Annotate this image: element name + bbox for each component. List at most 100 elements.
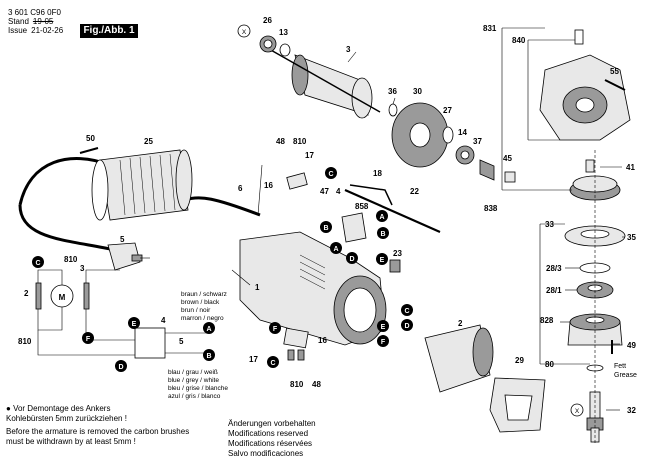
- warning-line-3: Before the armature is removed the carbo…: [6, 427, 190, 436]
- label-50: 50: [86, 134, 95, 143]
- label-26: 26: [263, 16, 272, 25]
- modifications-line-de: Änderungen vorbehalten: [228, 419, 316, 428]
- switch-schematic: [134, 327, 166, 359]
- lever-18: [349, 184, 393, 206]
- svg-text:A: A: [379, 214, 384, 221]
- wire-colors-top: braun / schwarz brown / black brun / noi…: [181, 291, 227, 322]
- label-5-top: 5: [120, 235, 125, 244]
- callout-c-brush: C: [267, 356, 279, 368]
- callout-d-stator: D: [401, 319, 413, 331]
- switch-rod-22: [344, 188, 441, 234]
- callout-f-schem: F: [82, 332, 94, 344]
- label-25: 25: [144, 137, 153, 146]
- svg-text:azul / gris / blanco: azul / gris / blanco: [168, 393, 221, 400]
- label-35: 35: [627, 233, 636, 242]
- label-3: 3: [346, 45, 351, 54]
- motor-housing-1: [239, 231, 387, 346]
- svg-text:D: D: [404, 323, 409, 330]
- callout-e-schem: E: [128, 317, 140, 329]
- field-coil-left: [35, 282, 42, 310]
- stand-label: Stand: [8, 17, 29, 26]
- warning-line-2: Kohlebürsten 5mm zurückziehen !: [6, 414, 127, 423]
- svg-text:E: E: [380, 257, 385, 264]
- label-30: 30: [413, 87, 422, 96]
- label-49: 49: [627, 341, 636, 350]
- screw-50: [79, 147, 99, 154]
- callout-d-schem: D: [115, 360, 127, 372]
- issue-label: Issue: [8, 26, 28, 35]
- svg-text:braun / schwarz: braun / schwarz: [181, 291, 227, 298]
- svg-text:A: A: [206, 326, 211, 333]
- callout-e-1: E: [376, 253, 388, 265]
- spring-840: [574, 29, 584, 45]
- label-3-schem: 3: [80, 264, 85, 273]
- leader-lines: [231, 27, 625, 411]
- svg-text:C: C: [35, 260, 40, 267]
- screw-55: [604, 79, 626, 91]
- part-23: [389, 259, 401, 273]
- label-47: 47: [320, 187, 329, 196]
- label-14: 14: [458, 128, 467, 137]
- issue-value: 21-02-26: [31, 26, 64, 35]
- armature-warning: ● Vor Demontage des Ankers Kohlebürsten …: [6, 404, 216, 447]
- modifications-line-en: Modifications reserved: [228, 429, 309, 438]
- grease-label-de: Fett: [614, 363, 627, 370]
- svg-text:D: D: [349, 256, 354, 263]
- label-33: 33: [545, 220, 554, 229]
- grease-legend: Fett Grease: [614, 362, 637, 380]
- wire-colors-bottom: blau / grau / weiß blue / grey / white b…: [168, 369, 228, 400]
- label-29: 29: [515, 356, 524, 365]
- callout-a-schem: A: [203, 322, 215, 334]
- svg-text:X: X: [242, 29, 247, 36]
- ring-13: [279, 43, 291, 57]
- grease-label-en: Grease: [614, 372, 637, 379]
- label-80: 80: [545, 360, 554, 369]
- svg-text:A: A: [333, 246, 338, 253]
- callout-c-top: C: [325, 167, 337, 179]
- ring-27: [442, 126, 454, 144]
- svg-text:F: F: [86, 336, 91, 343]
- callout-d-1: D: [346, 252, 358, 264]
- label-36: 36: [388, 87, 397, 96]
- label-17-bottom: 17: [249, 355, 258, 364]
- callout-a-1: A: [376, 210, 388, 222]
- label-5-schem: 5: [179, 337, 184, 346]
- warning-line-4: must be withdrawn by at least 5mm !: [6, 437, 136, 446]
- fan-30: [391, 102, 449, 168]
- field-coil-right: [83, 282, 90, 310]
- callout-c-schem: C: [32, 256, 44, 268]
- ring-36: [388, 103, 398, 117]
- callout-x-bottom: X: [570, 403, 584, 417]
- label-16-bottom: 16: [318, 336, 327, 345]
- label-4-top: 4: [336, 187, 341, 196]
- pinion-37: [479, 159, 495, 181]
- guard-29: [489, 377, 546, 433]
- figure-badge: Fig./Abb. 1: [80, 24, 138, 38]
- stator-2: [424, 324, 494, 393]
- svg-text:C: C: [270, 360, 275, 367]
- gear-housing-831: [539, 54, 631, 141]
- label-27: 27: [443, 106, 452, 115]
- svg-text:marron / negro: marron / negro: [181, 315, 224, 322]
- motor-symbol: M: [59, 293, 66, 302]
- bearing-26: [259, 35, 277, 53]
- label-48-bottom: 48: [312, 380, 321, 389]
- stand-value: 19-05: [32, 17, 54, 26]
- label-6: 6: [238, 184, 243, 193]
- label-41: 41: [626, 163, 635, 172]
- svg-text:E: E: [381, 324, 386, 331]
- label-48-top: 48: [276, 137, 285, 146]
- warning-line-1: Vor Demontage des Ankers: [13, 404, 111, 413]
- label-28-1: 28/1: [546, 286, 562, 295]
- label-23: 23: [393, 249, 402, 258]
- svg-text:brown / black: brown / black: [181, 299, 220, 306]
- label-858: 858: [355, 202, 369, 211]
- svg-text:blau / grau / weiß: blau / grau / weiß: [168, 369, 218, 376]
- label-16-top: 16: [264, 181, 273, 190]
- svg-text:X: X: [575, 408, 580, 415]
- switch-block: [341, 212, 367, 243]
- callout-a-2: A: [330, 242, 342, 254]
- label-828: 828: [540, 316, 554, 325]
- part-number-labels: 26 13 3 831 840 55 36 30 27 14 37 45 41 …: [18, 16, 636, 415]
